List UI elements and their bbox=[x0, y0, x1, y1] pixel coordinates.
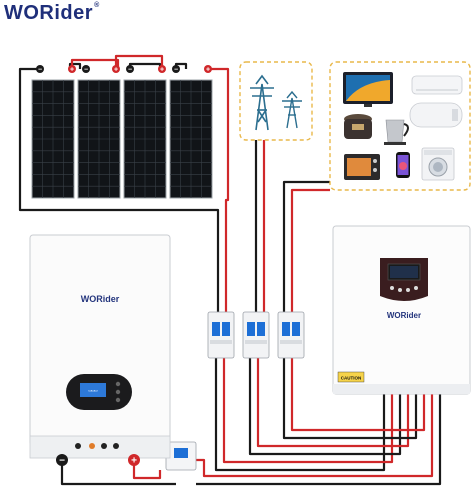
panel-1-negative-badge: − bbox=[36, 65, 44, 74]
panel-2-positive-badge: + bbox=[112, 65, 120, 74]
rice-cooker-icon bbox=[344, 114, 372, 139]
panel-4-pos-sign: + bbox=[206, 67, 210, 74]
inverter-button[interactable] bbox=[406, 288, 410, 292]
panel-2-negative-badge: − bbox=[82, 65, 90, 74]
load-wire-red bbox=[290, 188, 330, 312]
water-heater-icon bbox=[409, 102, 463, 128]
registered-mark: ® bbox=[94, 2, 100, 9]
battery-positive-sign: + bbox=[131, 456, 137, 467]
dc-breaker-out-black bbox=[196, 394, 442, 486]
brand-logo-text: WORider bbox=[4, 2, 94, 24]
pv-wire-black-main bbox=[18, 67, 220, 312]
inverter-control-panel bbox=[380, 258, 428, 301]
inverter-button[interactable] bbox=[414, 286, 418, 290]
panel-3-neg-sign: − bbox=[128, 67, 132, 74]
inverter-logo: WORider bbox=[387, 311, 421, 320]
panel-polarity-badges: − + − + − + − + bbox=[36, 65, 212, 74]
solar-panels bbox=[31, 79, 213, 199]
battery-negative-terminal: − bbox=[56, 454, 68, 467]
breaker-3[interactable] bbox=[277, 311, 305, 359]
battery-neg-wire bbox=[60, 462, 176, 486]
caution-label: CAUTION bbox=[337, 371, 365, 383]
wires bbox=[18, 54, 442, 486]
pv-jumper-2 bbox=[128, 62, 162, 69]
battery-negative-sign: − bbox=[59, 456, 65, 467]
panel-1-pos-sign: + bbox=[70, 67, 74, 74]
battery-button[interactable] bbox=[115, 381, 121, 387]
panel-4-positive-badge: + bbox=[204, 65, 212, 74]
pv-jumper-2r bbox=[114, 54, 164, 69]
panel-3-positive-badge: + bbox=[158, 65, 166, 74]
pv-wire-red-main bbox=[208, 67, 230, 312]
battery-button[interactable] bbox=[115, 389, 121, 395]
battery-unit: WORider ▭▭▭ − + bbox=[29, 234, 171, 467]
ac-breakers bbox=[207, 311, 305, 359]
panel-1-positive-badge: + bbox=[68, 65, 76, 74]
load-wire-black bbox=[282, 180, 330, 312]
inverter-unit: WORider CAUTION bbox=[332, 225, 471, 395]
breaker2-out-black bbox=[248, 358, 402, 456]
power-tower-icon bbox=[250, 74, 274, 131]
battery-lcd-readout: ▭▭▭ bbox=[88, 388, 97, 394]
breaker-1[interactable] bbox=[207, 311, 235, 359]
inverter-button[interactable] bbox=[390, 286, 394, 290]
battery-logo: WORider bbox=[81, 294, 120, 304]
grid-box bbox=[239, 61, 313, 141]
battery-terminals bbox=[75, 443, 119, 449]
battery-display-panel: ▭▭▭ bbox=[66, 374, 132, 410]
breaker1-out-black bbox=[214, 358, 386, 472]
breaker1-out-red bbox=[222, 358, 394, 464]
battery-button[interactable] bbox=[115, 397, 121, 403]
panel-cell-grid bbox=[32, 80, 212, 198]
panel-2-pos-sign: + bbox=[114, 67, 118, 74]
panel-4-negative-badge: − bbox=[172, 65, 180, 74]
caution-text: CAUTION bbox=[341, 376, 362, 381]
dc-breaker[interactable] bbox=[165, 441, 197, 471]
panel-1-neg-sign: − bbox=[38, 67, 42, 74]
brand-logo: WORider® bbox=[4, 2, 100, 25]
panel-4-neg-sign: − bbox=[174, 67, 178, 74]
appliances-box bbox=[329, 61, 471, 191]
inverter-button[interactable] bbox=[398, 288, 402, 292]
battery-positive-terminal: + bbox=[128, 454, 140, 467]
kettle-icon bbox=[384, 119, 409, 145]
oven-icon bbox=[344, 154, 380, 180]
air-conditioner-icon bbox=[411, 75, 463, 95]
breaker-2[interactable] bbox=[242, 311, 270, 359]
panel-3-negative-badge: − bbox=[126, 65, 134, 74]
breaker3-out-black bbox=[282, 358, 418, 440]
pv-jumper-1r bbox=[70, 58, 120, 69]
tv-icon bbox=[343, 72, 393, 107]
breaker2-out-red bbox=[256, 358, 410, 448]
panel-3-pos-sign: + bbox=[160, 67, 164, 74]
battery-pos-wire bbox=[132, 462, 162, 480]
panel-2-neg-sign: − bbox=[84, 67, 88, 74]
dc-breaker-out-red bbox=[196, 394, 434, 478]
phone-icon bbox=[396, 152, 410, 178]
washing-machine-icon bbox=[421, 147, 455, 181]
power-tower-icon bbox=[282, 90, 302, 129]
breaker3-out-red bbox=[290, 358, 426, 432]
